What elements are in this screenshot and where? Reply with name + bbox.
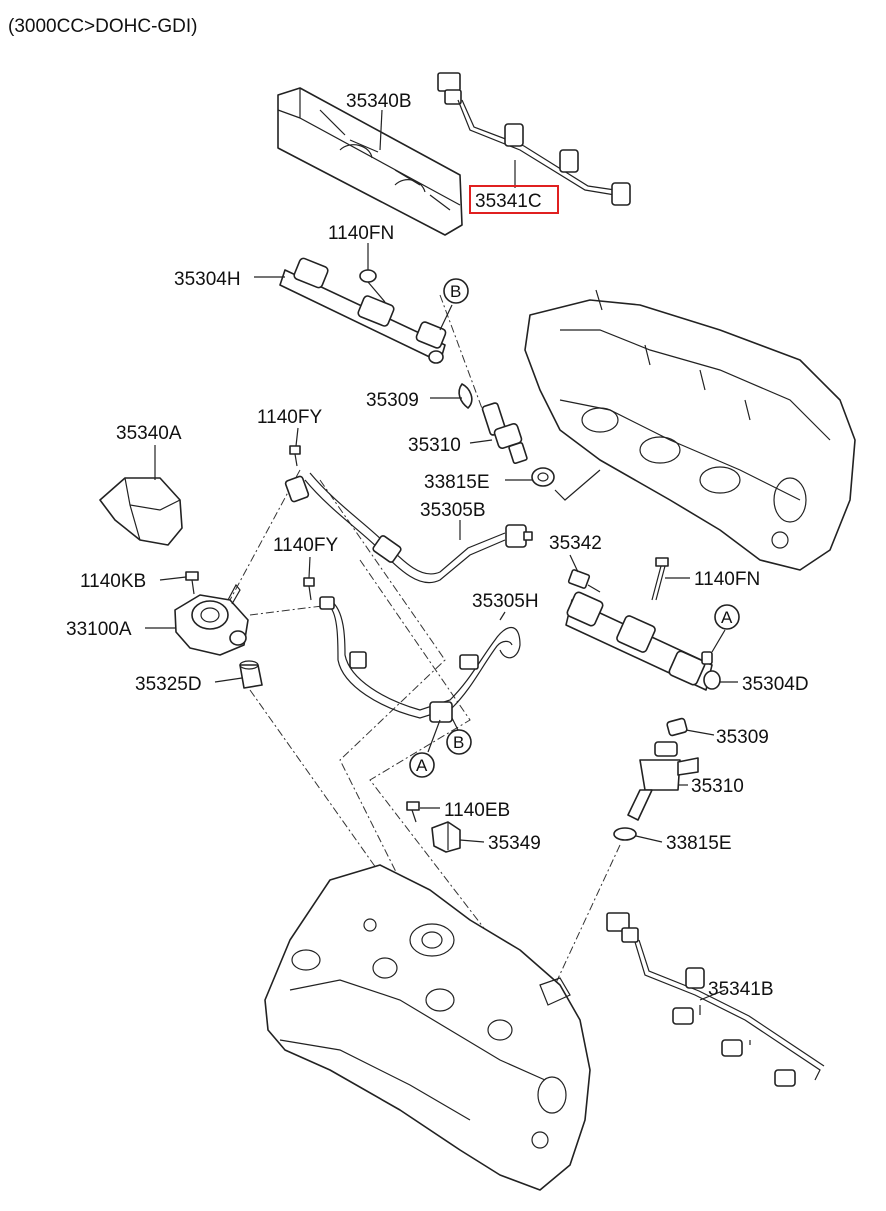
callout-B-bottom: B [446, 729, 472, 755]
label-35309-left[interactable]: 35309 [366, 390, 419, 411]
label-1140FY-top[interactable]: 1140FY [257, 407, 322, 428]
label-35340A[interactable]: 35340A [116, 423, 182, 444]
label-33815E-left[interactable]: 33815E [424, 472, 490, 493]
label-1140FN-top[interactable]: 1140FN [328, 223, 394, 244]
label-35341C[interactable]: 35341C [475, 191, 542, 212]
highlight-box-35341C [469, 185, 559, 214]
callout-B-top: B [443, 278, 469, 304]
pump-cover-35340A [99, 477, 183, 546]
label-1140EB[interactable]: 1140EB [444, 800, 510, 821]
bolts [185, 445, 669, 823]
label-35341B[interactable]: 35341B [708, 979, 774, 1000]
svg-text:A: A [416, 756, 428, 775]
bolt-1140FY-mid-icon [303, 577, 315, 601]
fuel-rail-35304D [565, 591, 721, 691]
label-1140KB[interactable]: 1140KB [80, 571, 146, 592]
label-35304H[interactable]: 35304H [174, 269, 241, 290]
pressure-sensor-35342 [567, 569, 601, 593]
pipe-35305B [284, 472, 533, 584]
svg-text:A: A [721, 608, 733, 627]
label-35310-left[interactable]: 35310 [408, 435, 461, 456]
diagram-header: (3000CC>DOHC-GDI) [8, 16, 198, 37]
label-35305H[interactable]: 35305H [472, 591, 539, 612]
bolt-1140FN-right-icon [651, 557, 669, 601]
high-pressure-pump-33100A [174, 583, 249, 656]
svg-text:B: B [453, 733, 464, 752]
assembly-dash-lines [229, 294, 621, 986]
injector-left [458, 383, 601, 501]
part-labels: 35340B 35341C 1140FN 35304H 35309 35310 … [66, 91, 809, 1000]
label-1140FY-mid[interactable]: 1140FY [273, 535, 338, 556]
cylinder-head-upper [524, 289, 856, 571]
leader-lines [145, 109, 738, 1001]
wiring-harness-35341C [437, 72, 631, 206]
label-35340B[interactable]: 35340B [346, 91, 412, 112]
pump-tappet-35325D [239, 660, 263, 689]
label-35305B[interactable]: 35305B [420, 500, 486, 521]
label-35342[interactable]: 35342 [549, 533, 602, 554]
label-35349[interactable]: 35349 [488, 833, 541, 854]
bolt-1140FY-top-icon [289, 445, 301, 467]
injector-right [613, 717, 699, 841]
bolt-1140KB-icon [185, 571, 199, 595]
bracket-35349 [431, 821, 461, 853]
label-35325D[interactable]: 35325D [135, 674, 202, 695]
bolt-1140EB-icon [406, 801, 420, 823]
callout-A-right: A [714, 604, 740, 630]
label-33815E-right[interactable]: 33815E [666, 833, 732, 854]
svg-text:B: B [450, 282, 461, 301]
wiring-harness-35341B [606, 912, 825, 1087]
pipe-35305H [319, 596, 521, 753]
label-35310-right[interactable]: 35310 [691, 776, 744, 797]
fuel-rail-35304H [279, 257, 447, 364]
label-35309-right[interactable]: 35309 [716, 727, 769, 748]
label-33100A[interactable]: 33100A [66, 619, 132, 640]
label-1140FN-right[interactable]: 1140FN [694, 569, 760, 590]
callout-A-bottom: A [409, 752, 435, 778]
label-35304D[interactable]: 35304D [742, 674, 809, 695]
engine-block-lower [264, 864, 591, 1191]
engine-cover-35340B [277, 87, 463, 236]
